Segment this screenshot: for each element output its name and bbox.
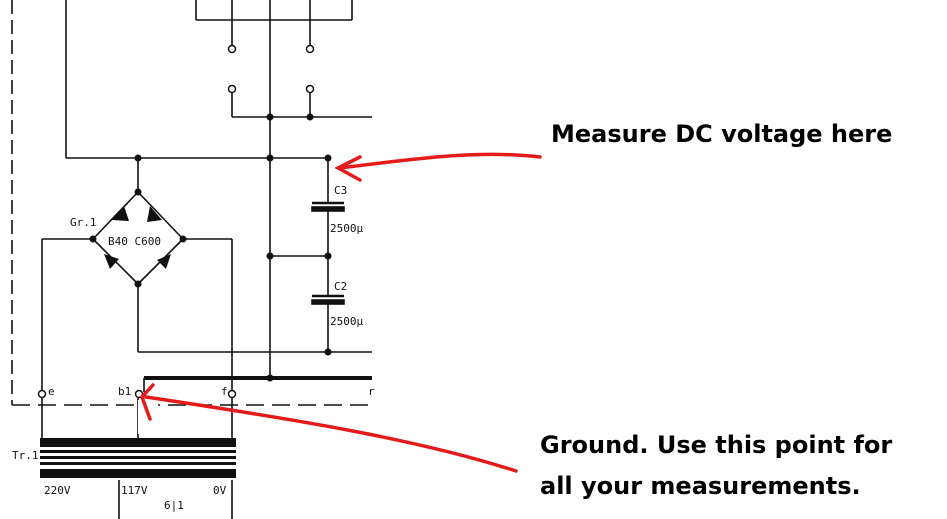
diode-3 (104, 254, 119, 269)
note-ground-line1: Ground. Use this point for (540, 431, 892, 459)
arrow-ground (144, 395, 518, 473)
annotation-arrows (139, 152, 542, 473)
label-tap-6: 6|1 (164, 499, 184, 512)
annotation-text: Measure DC voltage here Ground. Use this… (540, 120, 892, 500)
junction-dots (89, 113, 332, 382)
label-transformer: Tr.1 (12, 449, 39, 462)
label-c3-value: 2500µ (330, 222, 363, 235)
diode-2 (147, 206, 162, 222)
transformer-core (40, 400, 236, 478)
bridge-diodes (104, 206, 171, 269)
label-tap-220: 220V (44, 484, 71, 497)
label-rectifier-id: Gr.1 (70, 216, 97, 229)
label-c2: C2 (334, 280, 347, 293)
terminal-e (37, 389, 47, 399)
arrowhead-ground (139, 383, 155, 421)
open-terminals (37, 44, 315, 399)
arrowhead-measure-dc (334, 155, 362, 182)
arrow-measure-dc (338, 152, 542, 170)
label-c3: C3 (334, 184, 347, 197)
terminal-f (227, 389, 237, 399)
label-terminal-f: f (221, 385, 228, 398)
note-measure-dc: Measure DC voltage here (551, 120, 892, 148)
label-tap-117: 117V (121, 484, 148, 497)
label-terminal-r: r (368, 385, 375, 398)
diode-4 (157, 254, 171, 269)
label-tap-0: 0V (213, 484, 227, 497)
label-rectifier-type: B40 C600 (108, 235, 161, 248)
diode-1 (112, 206, 129, 221)
label-terminal-b1: b1 (118, 385, 131, 398)
label-c2-value: 2500µ (330, 315, 363, 328)
label-terminal-e: e (48, 385, 55, 398)
schematic-labels: Gr.1 B40 C600 C3 2500µ C2 2500µ e b1 f r… (12, 184, 375, 512)
note-ground-line2: all your measurements. (540, 472, 861, 500)
